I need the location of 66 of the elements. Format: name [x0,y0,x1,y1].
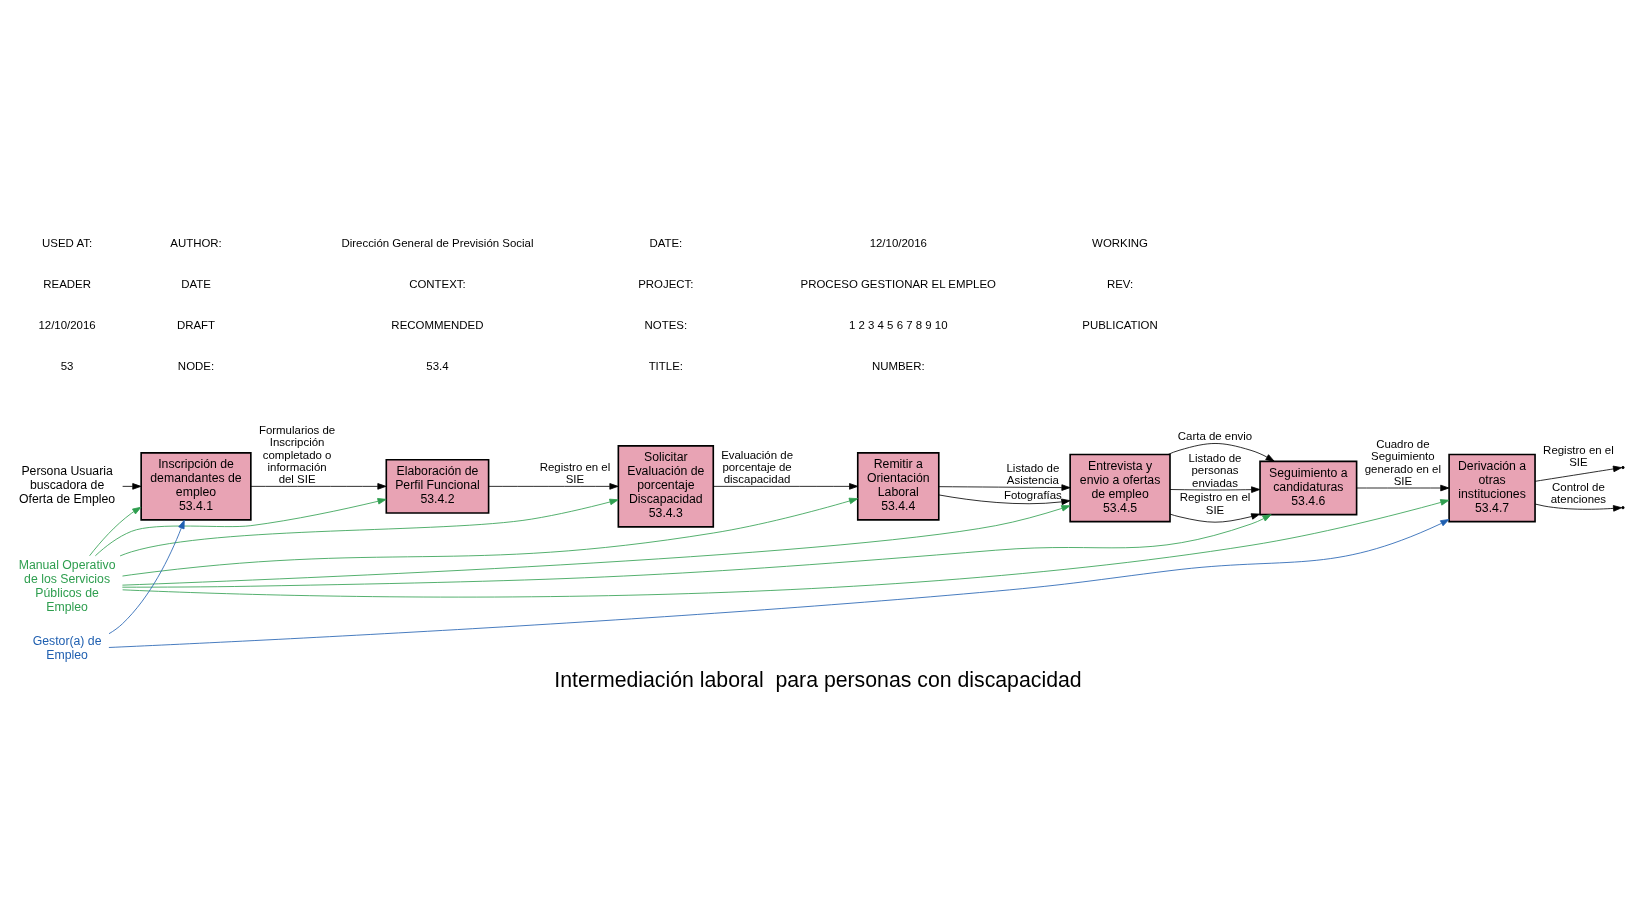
label: 53 [60,359,74,372]
label: AUTHOR: [170,237,222,250]
label: 12/10/2016 [869,237,927,250]
node-text: Manual Operativo de los Servicios Públicos de Empleo [18,558,116,614]
label: DATE: [649,237,683,250]
label: PUBLICATION [1082,318,1158,331]
node-box: Remitir a Orientación Laboral 53.4.4 [856,452,940,521]
arrow [108,519,1450,648]
arrow [108,519,185,635]
node-text: Gestor(a) de Empleo [32,634,102,663]
node-box: Solicitar Evaluación de porcentaje Discapacidad 53.4.3 [617,445,715,528]
edge-label: Formularios de Inscripción completado o información del SIE [258,424,336,486]
edge-label: Listado de Asistencia [1006,461,1060,487]
label: NOTES: [644,318,688,331]
label: TITLE: [648,359,683,372]
arrow [89,506,142,557]
arrow [1534,465,1622,482]
label: REV: [1106,278,1134,291]
arrow [712,483,859,490]
node-box: Seguimiento a candidaturas 53.4.6 [1259,460,1358,516]
diagram-title: Intermediación laboral para personas con discapacidad [554,667,1082,692]
label: NUMBER: [871,359,925,372]
label: RECOMMENDED [391,318,484,331]
arrow [122,483,142,490]
label: PROJECT: [638,278,694,291]
label: DATE [181,278,211,291]
label: 53.4 [426,359,449,372]
label: WORKING [1092,237,1149,250]
node-box: Elaboración de Perfil Funcional 53.4.2 [385,458,490,514]
arrow [488,483,619,490]
arrow [1169,486,1261,493]
arrow [121,514,1272,588]
arrow [1534,503,1623,512]
edge-label: Carta de envio [1177,429,1253,442]
edge-label: Registro en el SIE [1179,491,1251,516]
node-text: Persona Usuaria buscadora de Oferta de Empleo [19,464,116,507]
arrow [119,498,619,557]
edge-label: Cuadro de Seguimiento generado en el SIE [1364,438,1442,487]
edge-label: Fotografías [1003,488,1062,501]
label: NODE: [177,359,215,372]
edge-label: Evaluación de porcentaje de discapacidad [721,448,793,486]
arrow [122,499,1450,598]
arrow [938,494,1071,506]
label: 12/10/2016 [38,318,96,331]
label: PROCESO GESTIONAR EL EMPLEO [800,278,996,291]
label: READER [43,278,91,291]
arrow [1356,484,1450,492]
edge-label: Registro en el SIE [539,460,611,486]
node-box: Entrevista y envio a ofertas de empleo 53.4.5 [1069,453,1171,523]
arrow [94,498,387,557]
label: 1 2 3 4 5 6 7 8 9 10 [848,318,948,331]
arrow [122,497,859,577]
label: USED AT: [42,237,93,250]
label: DRAFT [176,318,216,331]
label: CONTEXT: [409,278,466,291]
node-box: Derivación a otras instituciones 53.4.7 [1448,453,1536,523]
arrow [938,484,1071,491]
edge-label: Listado de personas enviadas [1188,451,1242,489]
edge-label: Registro en el SIE [1543,443,1614,469]
arrow [1169,513,1261,523]
arrow [122,505,1071,586]
node-box: Inscripción de demandantes de empleo 53.4.1 [140,452,252,521]
arrow [1167,443,1275,462]
edge-label: Control de atenciones [1550,480,1607,505]
arrow [250,483,387,490]
label: Dirección General de Previsión Social [341,237,534,250]
